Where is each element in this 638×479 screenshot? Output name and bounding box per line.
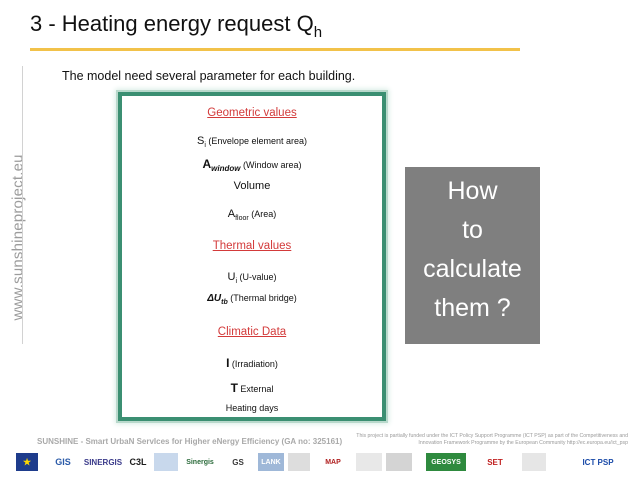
param-irradiation-symbol: I: [226, 356, 230, 370]
logo-ict-psp: ICT PSP: [582, 457, 614, 467]
thermal-values-heading: Thermal values: [212, 240, 292, 252]
param-si: Si (Envelope element area): [122, 131, 382, 149]
param-irradiation-desc: (Irradiation): [229, 359, 278, 369]
question-line-1: How: [447, 177, 498, 205]
intro-text: The model need several parameter for eac…: [62, 69, 356, 83]
logo-c3l: C3L: [129, 457, 147, 467]
param-ui-sub: i: [235, 278, 237, 285]
param-si-sub: i: [204, 142, 206, 149]
logo-sinergis-2: Sinergis: [186, 458, 214, 466]
param-dutb: ΔUtb (Thermal bridge): [122, 288, 382, 306]
partner-logos: ★ GIS SINERGIS C3L Sinergis GS LANK MAP …: [12, 453, 632, 473]
question-line-4: them ?: [434, 294, 511, 322]
parameter-box: Geometric values Si (Envelope element ar…: [118, 92, 386, 421]
logo-map: MAP: [325, 458, 341, 466]
param-external: T External: [122, 379, 382, 397]
logo-lank: LANK: [258, 453, 284, 471]
logo-set: SET: [487, 457, 503, 467]
logo-blank-2: [288, 453, 310, 471]
climatic-data-heading: Climatic Data: [217, 326, 287, 338]
logo-blank-5: [522, 453, 546, 471]
logo-gs: GS: [232, 457, 244, 467]
eu-flag-logo: ★: [16, 453, 38, 471]
param-afloor-desc: (Area): [248, 209, 277, 219]
param-si-symbol: S: [197, 135, 205, 147]
param-afloor-symbol: A: [227, 208, 236, 220]
param-ui-symbol: U: [227, 271, 236, 283]
param-awindow-desc: (Window area): [240, 160, 302, 170]
param-awindow-sub: window: [211, 164, 241, 173]
geometric-values-heading: Geometric values: [207, 107, 297, 119]
param-dutb-desc: (Thermal bridge): [227, 293, 297, 303]
param-awindow-symbol: A: [202, 157, 212, 171]
question-line-2: to: [462, 216, 483, 244]
param-afloor: Afloor (Area): [122, 204, 382, 222]
param-awindow: Awindow (Window area): [122, 155, 382, 173]
title-underline: [30, 48, 520, 51]
footer-project: SUNSHINE - Smart UrbaN ServIces for High…: [37, 437, 343, 446]
question-line-3: calculate: [423, 255, 522, 283]
logo-geosys: GEOSYS: [426, 453, 466, 471]
side-url: www.sunshineproject.eu: [9, 154, 27, 321]
param-external-desc: External: [237, 384, 274, 394]
param-ui: Ui (U-value): [122, 267, 382, 285]
param-external-symbol: T: [230, 381, 238, 395]
logo-blank-3: [356, 453, 382, 471]
slide-title-text: 3 - Heating energy request Q: [30, 11, 314, 36]
logo-sinergis: SINERGIS: [83, 457, 123, 467]
param-ui-desc: (U-value): [237, 272, 277, 282]
param-volume: Volume: [233, 180, 271, 192]
param-irradiation: I (Irradiation): [122, 354, 382, 372]
left-divider: [22, 66, 23, 344]
logo-gis: GIS: [55, 457, 71, 467]
param-afloor-sub: floor: [235, 215, 249, 222]
logo-blank-1: [154, 453, 178, 471]
slide-title: 3 - Heating energy request Qh: [30, 11, 322, 41]
param-dutb-sub: tb: [221, 299, 228, 306]
logo-blank-4: [386, 453, 412, 471]
question-box: How to calculate them ?: [405, 167, 540, 344]
param-dutb-symbol: ΔU: [207, 293, 222, 304]
slide-title-sub: h: [313, 24, 323, 41]
param-si-desc: (Envelope element area): [205, 136, 307, 146]
footer-note: This project is partially funded under t…: [356, 433, 628, 446]
param-heating-days: Heating days: [225, 403, 279, 413]
